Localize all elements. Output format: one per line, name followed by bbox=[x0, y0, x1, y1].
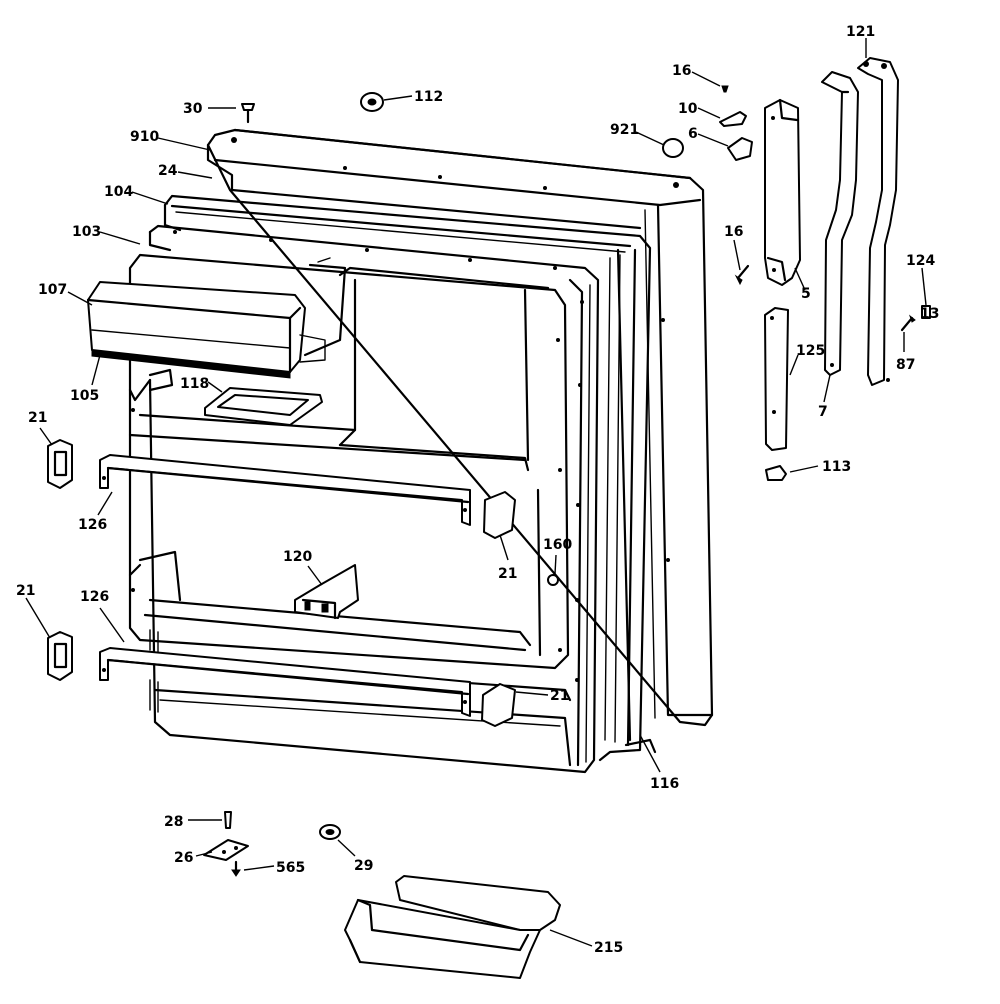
label-13: 13 bbox=[920, 306, 939, 322]
label-30: 30 bbox=[183, 101, 203, 117]
screw-16-top bbox=[721, 85, 729, 93]
label-29: 29 bbox=[354, 858, 373, 874]
plug-160 bbox=[547, 574, 559, 586]
label-103: 103 bbox=[72, 224, 101, 240]
label-6: 6 bbox=[688, 126, 698, 142]
label-121: 121 bbox=[846, 24, 875, 40]
label-215: 215 bbox=[594, 940, 623, 956]
plug-921 bbox=[662, 138, 684, 158]
inner-liner-walls bbox=[128, 253, 572, 767]
label-126-lower: 126 bbox=[80, 589, 109, 605]
label-21-upper-left: 21 bbox=[28, 410, 47, 426]
label-124: 124 bbox=[906, 253, 935, 269]
label-16-mid: 16 bbox=[724, 224, 743, 240]
pin-28 bbox=[224, 811, 232, 829]
label-21-lower-left: 21 bbox=[16, 583, 35, 599]
dairy-housing bbox=[303, 257, 347, 357]
label-28: 28 bbox=[164, 814, 183, 830]
bin-215 bbox=[344, 875, 561, 979]
label-107: 107 bbox=[38, 282, 67, 298]
clip-13 bbox=[921, 305, 931, 319]
hinge-plate-26 bbox=[203, 839, 249, 861]
label-160: 160 bbox=[543, 537, 572, 553]
label-21-lower-right: 21 bbox=[550, 688, 569, 704]
label-10: 10 bbox=[678, 101, 698, 117]
trim-strip bbox=[616, 248, 632, 742]
part-labels: 16 121 30 112 10 921 6 910 24 104 16 103… bbox=[16, 24, 939, 956]
label-7: 7 bbox=[818, 404, 828, 420]
bracket-6 bbox=[727, 137, 753, 161]
hinge-bracket-5 bbox=[764, 98, 801, 286]
label-26: 26 bbox=[174, 850, 193, 866]
label-118: 118 bbox=[180, 376, 209, 392]
label-120: 120 bbox=[283, 549, 312, 565]
handle-121 bbox=[857, 57, 899, 386]
dairy-door bbox=[86, 281, 326, 379]
trim-125 bbox=[764, 307, 789, 451]
handle-7 bbox=[821, 71, 859, 376]
label-910: 910 bbox=[130, 129, 159, 145]
screw-30 bbox=[241, 103, 255, 124]
label-113: 113 bbox=[822, 459, 851, 475]
label-24: 24 bbox=[158, 163, 178, 179]
holder-120 bbox=[294, 564, 359, 620]
label-21-upper-right: 21 bbox=[498, 566, 517, 582]
screw-565 bbox=[231, 860, 241, 877]
label-16-top: 16 bbox=[672, 63, 691, 79]
shelf-end-caps bbox=[47, 439, 516, 727]
label-921: 921 bbox=[610, 122, 639, 138]
butter-tray bbox=[204, 387, 323, 426]
label-116: 116 bbox=[650, 776, 679, 792]
door-shelf-upper bbox=[99, 454, 471, 526]
plug-112 bbox=[360, 92, 384, 112]
label-565: 565 bbox=[276, 860, 305, 876]
label-104: 104 bbox=[104, 184, 133, 200]
label-87: 87 bbox=[896, 357, 915, 373]
outer-door-panel bbox=[206, 128, 714, 727]
label-125: 125 bbox=[796, 343, 825, 359]
cap-113 bbox=[765, 465, 787, 481]
leader-lines bbox=[25, 38, 927, 947]
label-112: 112 bbox=[414, 89, 443, 105]
clip-10 bbox=[719, 111, 747, 127]
door-shelf-lower bbox=[99, 647, 471, 717]
screw-87 bbox=[900, 314, 916, 332]
label-5: 5 bbox=[801, 286, 811, 302]
label-126-upper: 126 bbox=[78, 517, 107, 533]
door-liner bbox=[148, 224, 600, 774]
bushing-29 bbox=[319, 824, 341, 840]
label-105: 105 bbox=[70, 388, 99, 404]
screw-16-mid bbox=[734, 264, 750, 286]
